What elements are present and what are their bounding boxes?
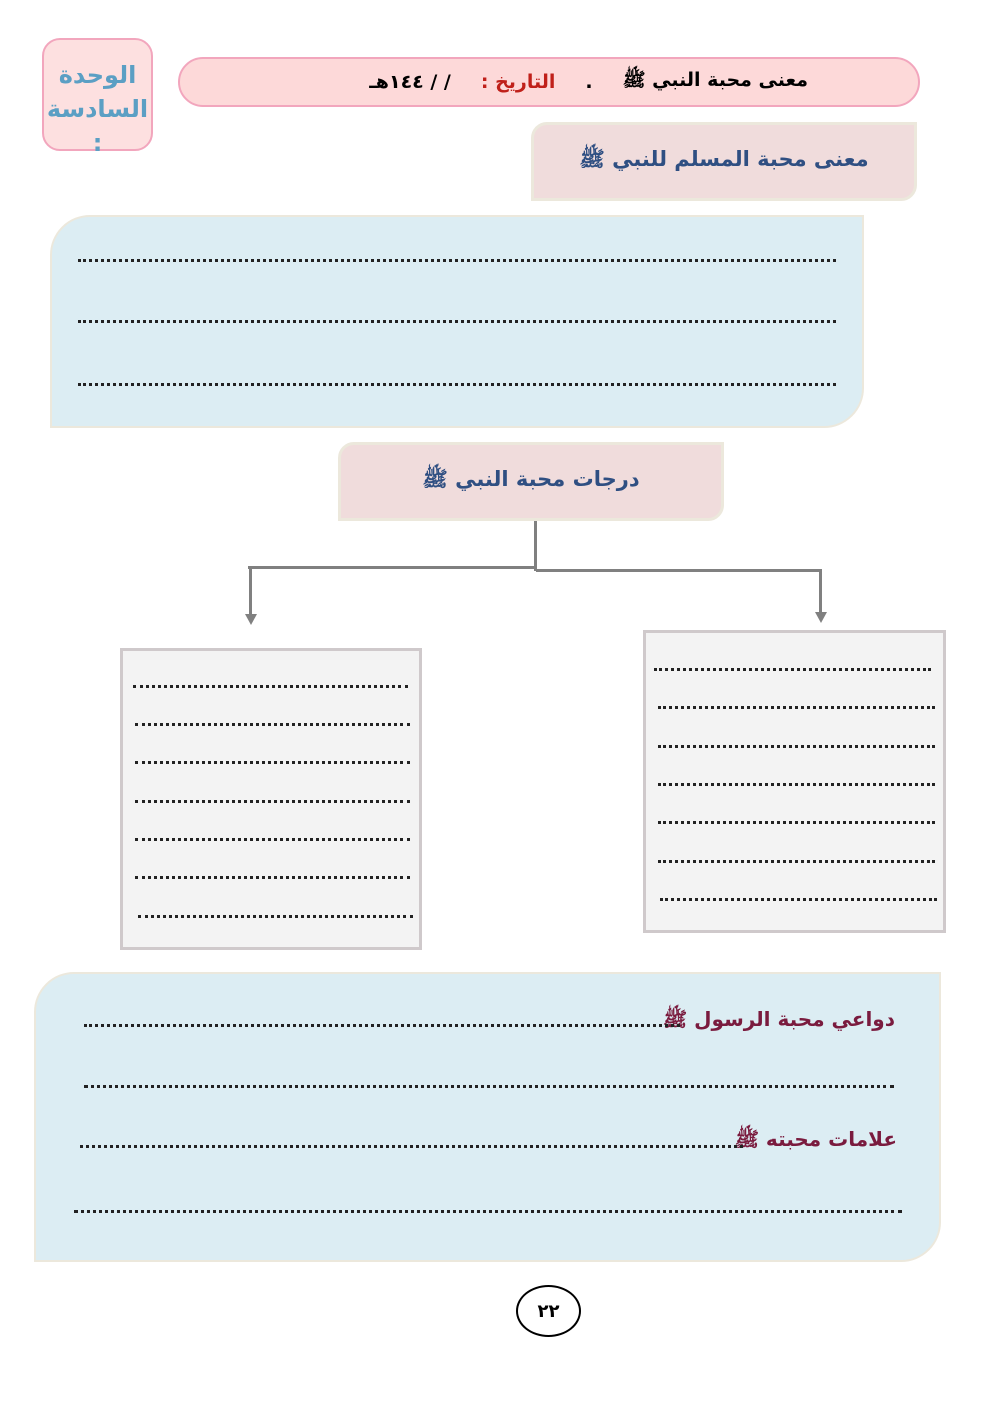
lesson-title: معنى محبة النبي ﷺ xyxy=(622,69,808,91)
connector-line xyxy=(819,569,822,614)
arrow-down-icon xyxy=(815,612,827,623)
answer-line[interactable] xyxy=(78,383,836,386)
unit-line1: الوحدة xyxy=(58,61,137,89)
answer-line[interactable] xyxy=(84,1085,894,1088)
header-bar: معنى محبة النبي ﷺ . التاريخ : / / ١٤٤هـ xyxy=(178,57,920,107)
answer-line[interactable] xyxy=(135,838,410,841)
signs-label: علامات محبته ﷺ xyxy=(734,1127,897,1151)
page-number: ٢٢ xyxy=(516,1285,581,1337)
date-label: التاريخ : xyxy=(480,71,556,93)
answer-line[interactable] xyxy=(80,1145,743,1148)
answer-box-degree-left xyxy=(120,648,422,950)
answer-line[interactable] xyxy=(658,860,935,863)
answer-line[interactable] xyxy=(654,668,931,671)
answer-line[interactable] xyxy=(135,761,410,764)
unit-line2: السادسة : xyxy=(46,95,149,157)
section-title-text: معنى محبة المسلم للنبي ﷺ xyxy=(579,147,869,171)
answer-line[interactable] xyxy=(658,821,935,824)
section-title-degrees: درجات محبة النبي ﷺ xyxy=(338,442,724,521)
separator-dot: . xyxy=(585,71,593,93)
answer-line[interactable] xyxy=(658,783,935,786)
arrow-down-icon xyxy=(245,614,257,625)
page-number-text: ٢٢ xyxy=(537,1300,560,1322)
answer-line[interactable] xyxy=(74,1210,902,1213)
answer-box-meaning xyxy=(50,215,864,428)
answer-line[interactable] xyxy=(135,876,410,879)
connector-line xyxy=(534,521,537,571)
answer-box-degree-right xyxy=(643,630,946,933)
answer-line[interactable] xyxy=(78,320,836,323)
section-title-text: درجات محبة النبي ﷺ xyxy=(422,467,640,491)
answer-line[interactable] xyxy=(135,800,410,803)
answer-line[interactable] xyxy=(660,898,937,901)
date-value: / / ١٤٤هـ xyxy=(369,71,451,93)
answer-line[interactable] xyxy=(133,685,408,688)
reasons-label: دواعي محبة الرسول ﷺ xyxy=(663,1007,895,1031)
connector-line xyxy=(249,566,252,616)
answer-line[interactable] xyxy=(658,706,935,709)
answer-line[interactable] xyxy=(78,259,836,262)
answer-line[interactable] xyxy=(138,915,413,918)
section-title-meaning: معنى محبة المسلم للنبي ﷺ xyxy=(531,122,917,201)
answer-line[interactable] xyxy=(135,723,410,726)
connector-line xyxy=(248,566,536,569)
answer-line[interactable] xyxy=(658,745,935,748)
unit-badge: الوحدة السادسة : xyxy=(42,38,153,157)
answer-box-reasons-signs: دواعي محبة الرسول ﷺ علامات محبته ﷺ xyxy=(34,972,941,1262)
connector-line xyxy=(536,569,820,572)
answer-line[interactable] xyxy=(84,1024,680,1027)
